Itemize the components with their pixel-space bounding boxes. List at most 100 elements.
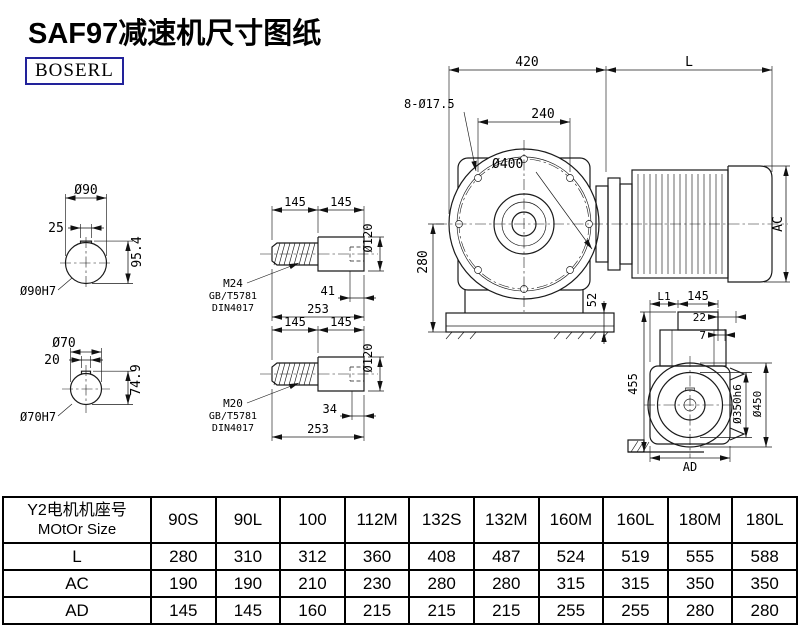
- leader-line: [246, 262, 300, 284]
- label-std-gb: GB/T5781: [209, 291, 257, 302]
- center-line: [60, 237, 112, 289]
- ext-lines: [70, 348, 133, 405]
- dim-thread-len: 34: [323, 402, 337, 416]
- dim-end70-keyway-width: 20: [44, 353, 60, 368]
- center-lines: [436, 140, 788, 312]
- cell-AC-160L: 315: [602, 569, 669, 598]
- motor-frame-label: Y2电机机座号: [27, 502, 127, 519]
- fan-cowl: [727, 165, 773, 283]
- bolt-hole: [566, 174, 574, 182]
- dim-total-len: 253: [307, 302, 329, 316]
- row-header-AC: AC: [2, 569, 152, 598]
- keyway-notch: [685, 387, 695, 391]
- dim-7: 7: [699, 329, 706, 342]
- cell-AD-180M: 280: [666, 596, 734, 625]
- leader-line: [57, 277, 73, 291]
- cell-AC-132S: 280: [408, 569, 475, 598]
- bore-circle: [69, 372, 103, 406]
- label-thread-m24: M24: [223, 277, 243, 290]
- foot-block: [627, 439, 645, 453]
- shaft-outline: [271, 356, 365, 392]
- adapter-lines: [671, 330, 715, 366]
- base-plate: [445, 312, 615, 333]
- dim-total-len: 253: [307, 422, 329, 436]
- dim-end70-dia: Ø70: [52, 336, 75, 351]
- dim-end90-dia: Ø90: [74, 183, 97, 198]
- cell-L-100: 312: [279, 542, 346, 571]
- center-lines: [644, 356, 740, 458]
- cell-AD-180L: 280: [731, 596, 798, 625]
- cell-AD-112M: 215: [343, 596, 411, 625]
- dim-width-420: 420: [515, 55, 538, 70]
- leader-line: [57, 403, 73, 417]
- col-header-90L: 90L: [214, 496, 282, 544]
- bolt-hole: [566, 266, 574, 274]
- shaft-detail-m20: 145 145 Ø120 M20 GB/T5781 DIN4017 34 253: [209, 315, 384, 441]
- shaft-outline: [271, 236, 365, 272]
- cell-L-90L: 310: [214, 542, 282, 571]
- col-header-100: 100: [279, 496, 346, 544]
- col-header-132S: 132S: [408, 496, 475, 544]
- brand-logo-text: BOSERL: [35, 60, 114, 81]
- dim-end70-height: 74.9: [129, 364, 144, 395]
- dim-height-455: 455: [626, 373, 640, 395]
- cell-AD-100: 160: [279, 596, 346, 625]
- cell-AC-90L: 190: [214, 569, 282, 598]
- cell-L-160M: 524: [537, 542, 605, 571]
- dim-motor-length-L: L: [685, 55, 693, 70]
- label-flange-dia-400: Ø400: [492, 157, 523, 172]
- tapped-hole: [349, 366, 364, 382]
- motor-size-header-cell: Y2电机机座号 MOtOr Size: [2, 496, 152, 544]
- cell-AC-112M: 230: [343, 569, 411, 598]
- page-title: SAF97减速机尺寸图纸: [28, 18, 322, 50]
- ext-lines: [65, 194, 133, 284]
- cell-L-90S: 280: [150, 542, 217, 571]
- label-thread-m20: M20: [223, 397, 243, 410]
- dim-seg1: 145: [284, 195, 306, 209]
- label-std-gb: GB/T5781: [209, 411, 257, 422]
- thread-hatch: [273, 362, 316, 386]
- label-bolt-holes: 8-Ø17.5: [404, 97, 455, 111]
- bolt-hole: [474, 266, 482, 274]
- dim-motor-width-AD: AD: [683, 460, 697, 474]
- cell-AD-132S: 215: [408, 596, 475, 625]
- col-header-160L: 160L: [602, 496, 669, 544]
- dim-22: 22: [693, 311, 706, 324]
- dim-flange-dia-450: Ø450: [751, 391, 764, 418]
- cell-AC-180M: 350: [666, 569, 734, 598]
- cell-L-112M: 360: [343, 542, 411, 571]
- label-end90-fit: Ø90H7: [20, 284, 56, 298]
- end-view-shaft-90: Ø90 25 95.4 Ø90H7: [20, 183, 145, 298]
- motor-size-label: MOtOr Size: [37, 521, 117, 538]
- cell-AC-132M: 280: [472, 569, 540, 598]
- col-header-132M: 132M: [472, 496, 540, 544]
- cell-AC-160M: 315: [537, 569, 605, 598]
- cell-AD-160L: 255: [602, 596, 669, 625]
- cell-L-180M: 555: [666, 542, 734, 571]
- end-view-shaft-70: Ø70 20 74.9 Ø70H7: [20, 336, 144, 424]
- dim-spigot-dia-350: Ø350h6: [731, 384, 744, 424]
- keyway: [80, 370, 92, 375]
- dim-end90-keyway-width: 25: [48, 221, 64, 236]
- dim-seg1: 145: [284, 315, 306, 329]
- center-line: [62, 365, 110, 413]
- dim-motor-dia-AC: AC: [771, 216, 786, 232]
- dimension-drawing: Ø90 25 95.4 Ø90H7 Ø70 20 74.9 Ø70H7: [20, 55, 790, 474]
- thread-hatch: [273, 242, 316, 266]
- side-view: L1 145 22 7 455 Ø350h6 Ø450 AD: [626, 289, 772, 474]
- dim-base-height-52: 52: [585, 293, 599, 307]
- front-view: 420 L 8-Ø17.5 240 Ø400 280 52 AC: [404, 55, 790, 344]
- dim-L1: L1: [657, 290, 670, 303]
- cell-AD-160M: 255: [537, 596, 605, 625]
- leader-line: [535, 171, 593, 250]
- dim-seg2: 145: [330, 315, 352, 329]
- leader-line: [246, 382, 300, 404]
- label-std-din: DIN4017: [212, 423, 254, 434]
- col-header-160M: 160M: [537, 496, 605, 544]
- cell-AC-100: 210: [279, 569, 346, 598]
- dim-center-height-280: 280: [416, 250, 431, 273]
